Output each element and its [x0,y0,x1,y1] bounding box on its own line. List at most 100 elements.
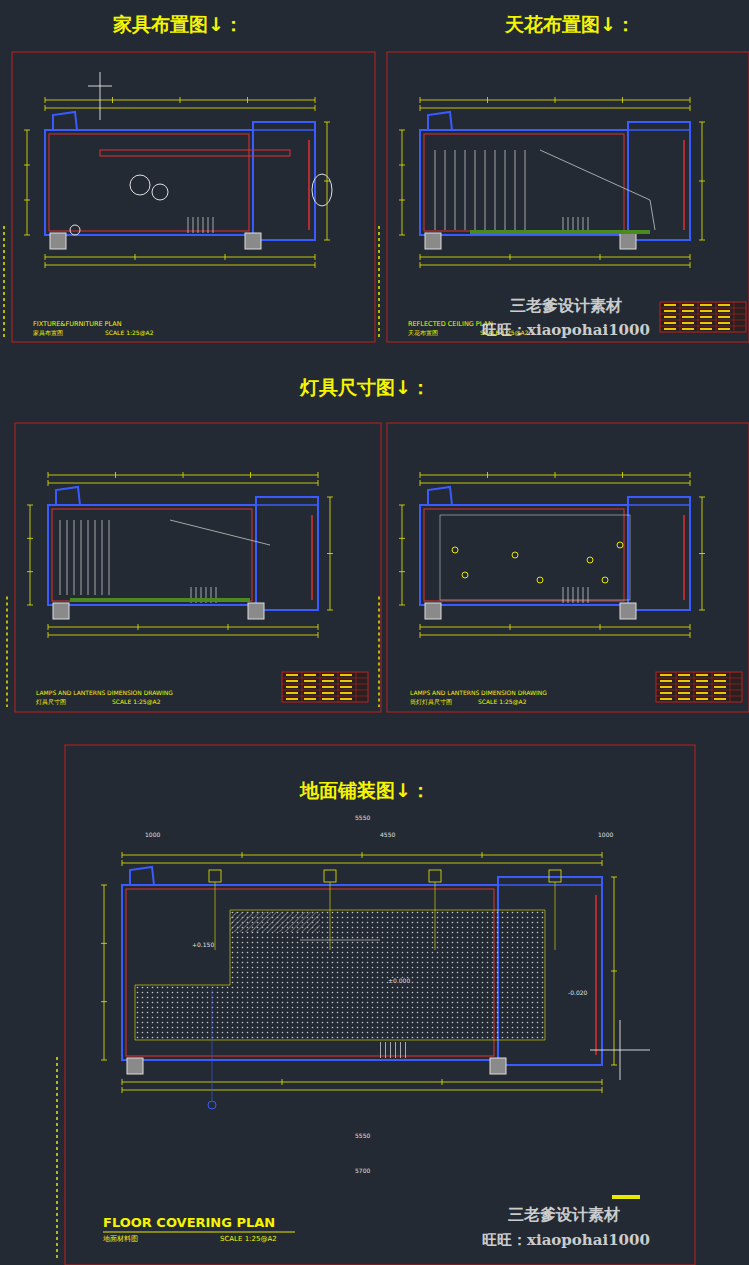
label: -0.020 [568,990,587,997]
title-block-fill [664,316,676,318]
inner-line [424,134,624,231]
ceiling-line [170,520,270,545]
dimension-tick [699,610,705,611]
wall-outline [420,130,628,235]
dimension-tick [327,497,333,498]
dimension-tick [690,480,691,486]
ceiling-slat [60,520,61,595]
heading: 旺旺：xiaopohai1000 [482,1232,650,1249]
dimension-tick [101,1060,107,1061]
dimension-tick [45,97,46,103]
title-block-fill [660,680,672,682]
material-tag [429,870,441,882]
material-tag [324,870,336,882]
title-block-fill [286,686,298,688]
inner-line [49,134,249,231]
downlight [587,557,593,563]
title-block-fill [682,322,694,324]
stair-step [578,587,579,603]
dimension-line [48,635,318,636]
title-block-fill [678,680,690,682]
ceiling-slat [445,150,446,230]
dimension-tick [183,472,184,478]
title-block-fill [700,316,712,318]
title-block-rule [282,684,368,685]
stair-step [213,217,214,233]
dimension-tick [420,105,421,111]
dimension-tick [399,165,405,166]
dimension-tick [318,480,319,486]
ceiling-slat [109,520,110,595]
dimension-tick [327,610,333,611]
stair-step [400,1042,401,1058]
title-block-fill [304,674,316,676]
title-block-fill [678,698,690,700]
dimension-tick [399,235,405,236]
ceiling-slat [102,520,103,595]
title-block-fill [340,680,352,682]
dimension-tick [602,860,603,866]
title-block-fill [304,686,316,688]
title-block-fill [664,322,676,324]
dimension-tick [699,181,705,182]
dimension-tick [315,254,316,260]
dimension-tick [420,472,421,478]
dimension-tick [699,553,705,554]
dashed-marker [56,1057,58,1260]
leader-line [435,882,436,950]
stone-area [230,912,320,932]
title-block-fill [286,674,298,676]
title-block-rule [660,320,746,321]
dimension-tick [510,254,511,260]
label: 4550 [380,832,395,839]
dimension-tick [399,538,405,539]
dimension-tick [420,262,421,268]
dimension-tick [318,632,319,638]
column [425,603,441,619]
ceiling-line [540,150,650,200]
dimension-tick [324,181,330,182]
heading: 三老爹设计素材 [508,1206,620,1224]
dimension-tick [324,122,330,123]
material-tag [549,870,561,882]
dimension-tick [48,624,49,630]
dimension-line [45,257,315,258]
dimension-tick [362,852,363,858]
column [620,603,636,619]
ceiling-slat [81,520,82,595]
cursor-cross [100,100,101,120]
title-block-rule [734,302,735,332]
dimension-tick [45,262,46,268]
title-block-fill [340,674,352,676]
sheet-border [387,52,749,342]
inner-line [311,515,313,600]
ceiling-slat [495,150,496,230]
dimension-tick [611,877,617,878]
ceiling-slat [475,150,476,230]
dimension-tick [420,254,421,260]
side-room [628,130,690,240]
dimension-tick [122,1079,123,1085]
dimension-tick [115,472,116,478]
dimension-tick [399,200,405,201]
title-block-rule [282,696,368,697]
dimension-tick [282,1079,283,1085]
dimension-line [402,505,403,605]
dimension-tick [135,254,136,260]
dimension-tick [101,885,107,886]
sheet-border [65,745,695,1265]
dimension-tick [315,105,316,111]
title-block-fill [660,674,672,676]
title-block-fill [286,692,298,694]
dimension-tick [101,943,107,944]
title-block-rule [656,678,742,679]
title-block-rule [656,696,742,697]
dashed-marker [3,226,5,337]
title-block-rule [356,672,357,702]
title-block-rule [712,672,713,702]
cursor-cross [620,1020,621,1080]
downlight [617,542,623,548]
dimension-tick [24,235,30,236]
ceiling-slat [465,150,466,230]
